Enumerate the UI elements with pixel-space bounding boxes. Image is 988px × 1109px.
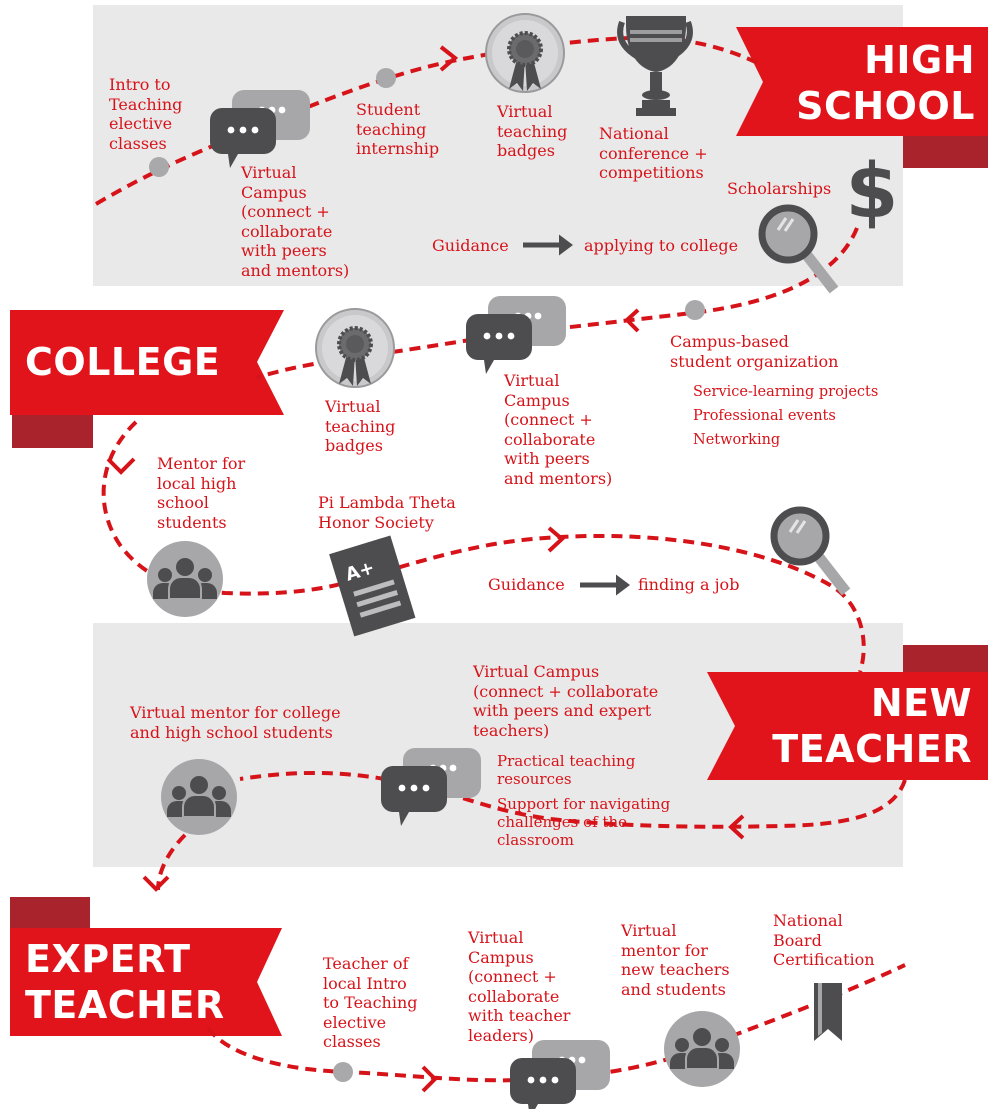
magnifier-icon bbox=[774, 510, 846, 592]
ribbon-badge-icon bbox=[314, 307, 396, 389]
label-org-sub-1: Service-learning projects bbox=[693, 384, 879, 400]
banner-title-expert-teacher: EXPERT TEACHER bbox=[25, 937, 225, 1027]
label-student-internship: Student teaching internship bbox=[356, 100, 440, 158]
label-hs-guidance: Guidance bbox=[432, 236, 509, 255]
graded-paper-icon: A+ bbox=[329, 535, 416, 637]
label-nt-virtual-campus: Virtual Campus (connect + collaborate wi… bbox=[473, 662, 659, 740]
right-arrow-icon bbox=[523, 234, 573, 256]
label-hs-badges: Virtual teaching badges bbox=[497, 102, 568, 160]
label-board-certification: National Board Certification bbox=[773, 911, 875, 969]
banner-new-teacher bbox=[707, 645, 988, 780]
label-finding-job: finding a job bbox=[638, 575, 740, 594]
banner-college bbox=[10, 310, 284, 448]
label-scholarships: Scholarships bbox=[727, 179, 832, 198]
label-virtual-mentor-teachers: Virtual mentor for new teachers and stud… bbox=[621, 921, 730, 999]
label-hs-virtual-campus: Virtual Campus (connect + collaborate wi… bbox=[241, 163, 350, 280]
label-college-badges: Virtual teaching badges bbox=[325, 397, 396, 455]
label-teacher-intro: Teacher of local Intro to Teaching elect… bbox=[323, 954, 418, 1051]
label-org-sub-2: Professional events bbox=[693, 408, 836, 424]
trophy-icon bbox=[617, 16, 693, 116]
banner-title-high-school: HIGH SCHOOL bbox=[796, 38, 975, 128]
label-mentor-hs: Mentor for local high school students bbox=[157, 454, 246, 532]
label-college-guidance: Guidance bbox=[488, 575, 565, 594]
label-applying-college: applying to college bbox=[584, 236, 739, 255]
label-campus-organization: Campus-based student organization bbox=[670, 332, 839, 371]
banner-title-college: COLLEGE bbox=[25, 340, 221, 384]
label-college-virtual-campus: Virtual Campus (connect + collaborate wi… bbox=[504, 371, 613, 488]
bookmark-ribbon-icon bbox=[814, 983, 842, 1041]
ribbon-badge-icon bbox=[484, 12, 566, 94]
label-org-sub-3: Networking bbox=[693, 432, 781, 448]
magnifier-icon bbox=[762, 208, 834, 290]
chat-bubbles-icon bbox=[510, 1040, 610, 1109]
chat-bubbles-icon bbox=[466, 296, 566, 374]
chat-bubbles-icon bbox=[381, 748, 481, 826]
people-group-icon bbox=[160, 758, 238, 836]
label-national-conference: National conference + competitions bbox=[599, 124, 708, 182]
people-group-icon bbox=[663, 1010, 741, 1088]
pathway-chevrons bbox=[106, 45, 745, 1093]
banner-high-school bbox=[736, 27, 988, 168]
label-honor-society: Pi Lambda Theta Honor Society bbox=[318, 493, 456, 532]
banner-expert-teacher bbox=[10, 897, 282, 1036]
label-intro-elective: Intro to Teaching elective classes bbox=[109, 75, 183, 153]
label-teaching-resources: Practical teaching resources bbox=[497, 752, 636, 788]
label-classroom-support: Support for navigating challenges of the… bbox=[497, 795, 671, 849]
milestone-dots bbox=[149, 68, 705, 1082]
chat-bubbles-icon bbox=[210, 90, 310, 168]
label-virtual-mentor-students: Virtual mentor for college and high scho… bbox=[130, 703, 341, 742]
people-group-icon bbox=[146, 540, 224, 618]
label-et-virtual-campus: Virtual Campus (connect + collaborate wi… bbox=[468, 928, 571, 1045]
right-arrow-icon bbox=[580, 574, 630, 596]
dollar-sign-icon: $ bbox=[846, 146, 899, 235]
banner-title-new-teacher: NEW TEACHER bbox=[772, 681, 972, 771]
